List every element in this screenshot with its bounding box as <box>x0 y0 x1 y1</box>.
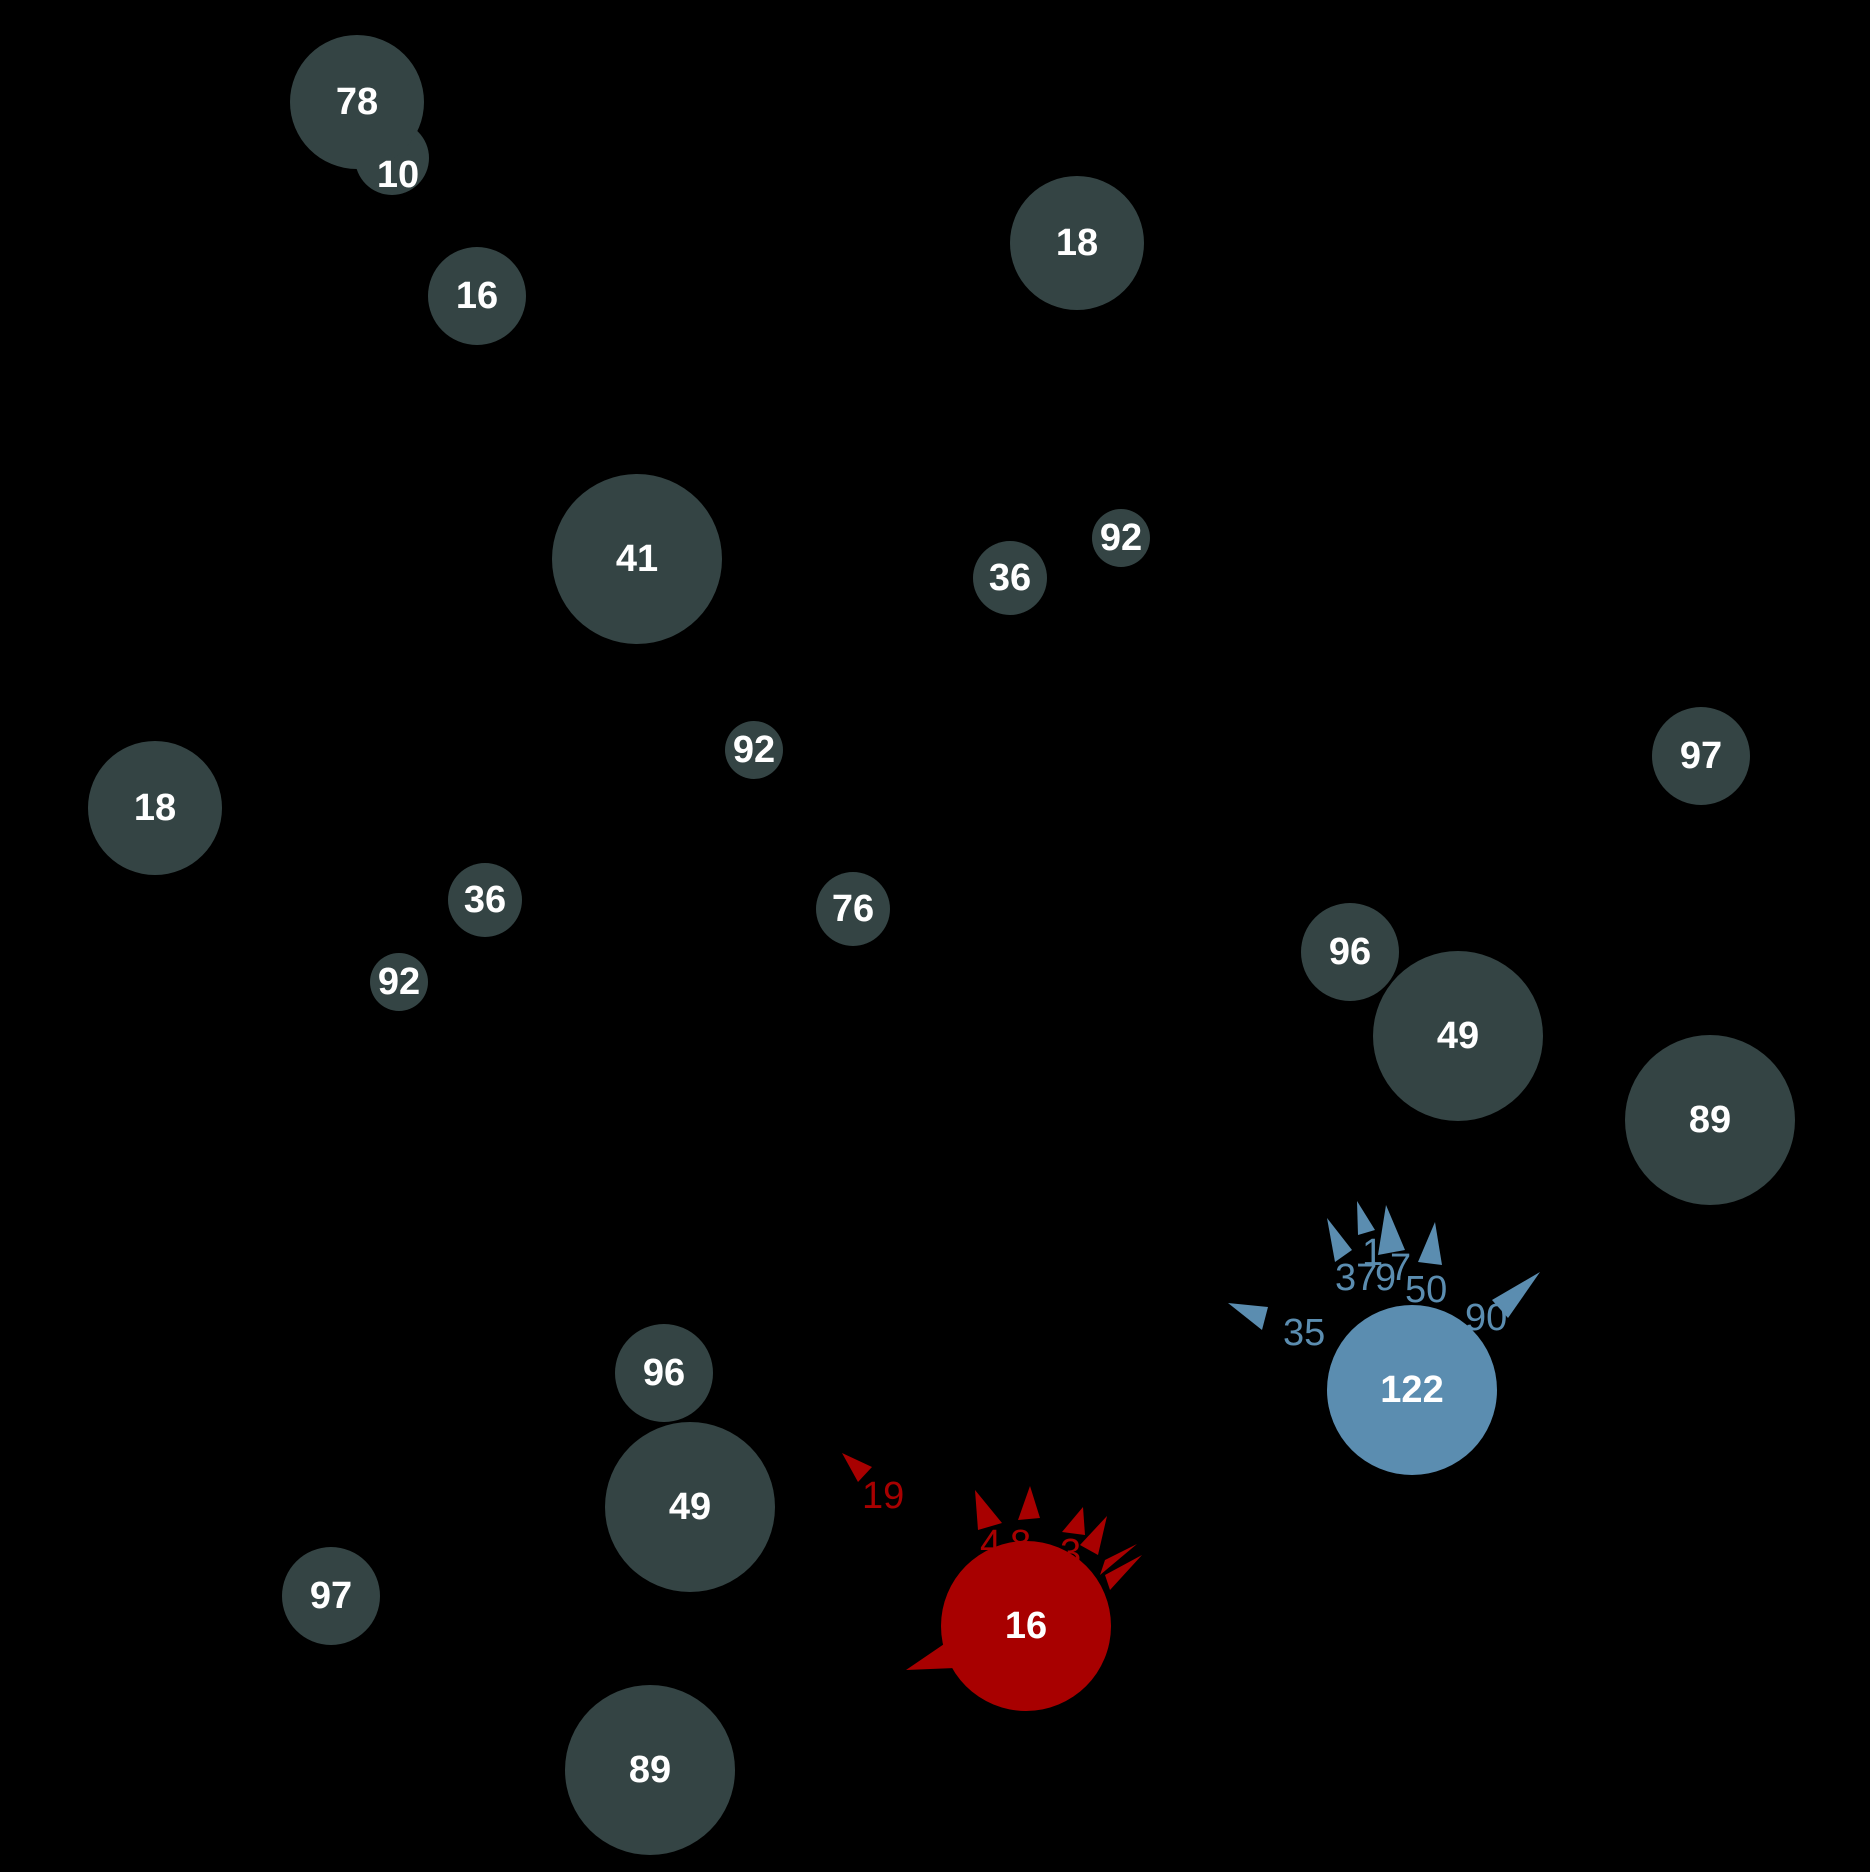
node-circle[interactable] <box>1327 1305 1497 1475</box>
node-normal[interactable]: 18 <box>1010 176 1144 310</box>
edge-label: 35 <box>1283 1312 1325 1354</box>
node-normal[interactable]: 78 <box>290 35 424 169</box>
node-circle[interactable] <box>370 953 428 1011</box>
node-normal[interactable]: 18 <box>88 741 222 875</box>
node-label: 16 <box>456 275 498 317</box>
node-circle[interactable] <box>428 247 526 345</box>
edge-arrow <box>1100 1544 1137 1575</box>
edge-label: 50 <box>1405 1269 1447 1311</box>
node-normal[interactable]: 92 <box>370 953 428 1011</box>
edge-arrow <box>842 1453 872 1482</box>
node-label: 92 <box>1100 517 1142 559</box>
node-label: 92 <box>733 729 775 771</box>
node-circle[interactable] <box>88 741 222 875</box>
node-label: 18 <box>1056 222 1098 264</box>
edge-arrow <box>1228 1303 1268 1330</box>
node-label: 96 <box>643 1352 685 1394</box>
node-circle[interactable] <box>448 863 522 937</box>
edge-arrow <box>1378 1205 1405 1255</box>
edge-arrow <box>1080 1516 1107 1555</box>
node-circle[interactable] <box>282 1547 380 1645</box>
edge-arrow <box>1062 1507 1085 1535</box>
node-label: 49 <box>669 1486 711 1528</box>
edge-arrow <box>1018 1486 1040 1520</box>
node-circle[interactable] <box>552 474 722 644</box>
node-label: 36 <box>989 557 1031 599</box>
node-label: 18 <box>134 787 176 829</box>
edge-label: 3 <box>1060 1532 1081 1574</box>
edge-label: 8 <box>1010 1523 1031 1565</box>
node-label: 96 <box>1329 931 1371 973</box>
node-normal[interactable]: 92 <box>1092 509 1150 567</box>
node-normal[interactable]: 96 <box>615 1324 713 1422</box>
node-normal[interactable]: 97 <box>1652 707 1750 805</box>
node-normal[interactable]: 36 <box>448 863 522 937</box>
node-label: 76 <box>832 888 874 930</box>
edge-label: 19 <box>862 1475 904 1517</box>
node-label: 78 <box>336 81 378 123</box>
node-blue[interactable]: 122 <box>1327 1305 1497 1475</box>
node-circle[interactable] <box>1652 707 1750 805</box>
node-circle[interactable] <box>725 721 783 779</box>
node-normal[interactable]: 76 <box>816 872 890 946</box>
node-label: 92 <box>378 961 420 1003</box>
node-label: 41 <box>616 538 658 580</box>
node-circle[interactable] <box>1625 1035 1795 1205</box>
node-label: 122 <box>1380 1369 1443 1411</box>
node-normal[interactable]: 36 <box>973 541 1047 615</box>
node-label: 97 <box>310 1575 352 1617</box>
node-circle[interactable] <box>565 1685 735 1855</box>
edge-arrow <box>975 1490 1002 1530</box>
node-normal[interactable]: 97 <box>282 1547 380 1645</box>
node-label: 89 <box>629 1749 671 1791</box>
edge-label: 90 <box>1465 1297 1507 1339</box>
node-red[interactable]: 16 <box>941 1541 1111 1711</box>
node-normal[interactable]: 92 <box>725 721 783 779</box>
edge-label: 9 <box>1375 1257 1396 1299</box>
edge-arrow <box>1105 1555 1142 1590</box>
edge-label: 4 <box>980 1523 1001 1565</box>
node-circle[interactable] <box>1092 509 1150 567</box>
node-label: 10 <box>377 154 419 196</box>
edge-label: 1 <box>1362 1232 1383 1274</box>
node-label: 89 <box>1689 1099 1731 1141</box>
node-circle[interactable] <box>290 35 424 169</box>
node-normal[interactable]: 89 <box>1625 1035 1795 1205</box>
node-normal[interactable]: 89 <box>565 1685 735 1855</box>
edge-arrow <box>1492 1272 1540 1318</box>
node-label: 16 <box>1005 1605 1047 1647</box>
edge-arrow <box>906 1640 955 1670</box>
node-normal[interactable]: 49 <box>1373 951 1543 1121</box>
node-circle[interactable] <box>941 1541 1111 1711</box>
node-circle[interactable] <box>615 1324 713 1422</box>
node-label: 36 <box>464 879 506 921</box>
node-circle[interactable] <box>605 1422 775 1592</box>
node-normal[interactable]: 16 <box>428 247 526 345</box>
node-circle[interactable] <box>816 872 890 946</box>
edge-arrow <box>1418 1222 1442 1265</box>
edge-arrow <box>1357 1201 1375 1235</box>
node-label: 97 <box>1680 735 1722 777</box>
node-circle[interactable] <box>1373 951 1543 1121</box>
node-label: 49 <box>1437 1015 1479 1057</box>
node-normal[interactable]: 96 <box>1301 903 1399 1001</box>
edge-label: 37 <box>1335 1257 1377 1299</box>
edge-arrow <box>1327 1218 1352 1262</box>
node-circle[interactable] <box>1301 903 1399 1001</box>
node-normal[interactable]: 41 <box>552 474 722 644</box>
node-normal[interactable]: 49 <box>605 1422 775 1592</box>
node-circle[interactable] <box>973 541 1047 615</box>
edge-label: 7 <box>1390 1247 1411 1289</box>
node-circle[interactable] <box>1010 176 1144 310</box>
